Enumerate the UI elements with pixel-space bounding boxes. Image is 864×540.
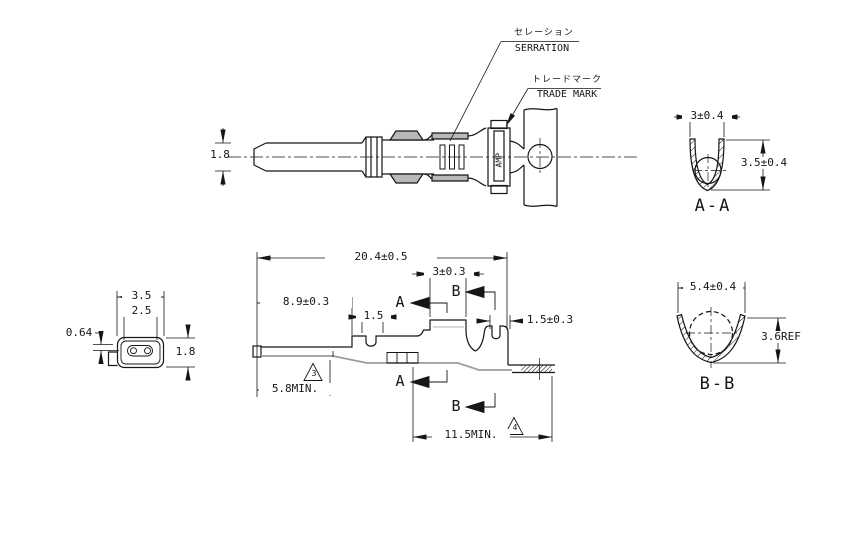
- section-b-label-upper: B: [451, 282, 461, 300]
- dim-aa-height: 3.5±0.4: [734, 157, 794, 169]
- section-bb-wall: [676, 313, 746, 364]
- front-outline: [116, 336, 165, 369]
- serration-leader: [449, 41, 502, 142]
- section-b-arrow-upper: [464, 285, 485, 299]
- dim-pin-width-lines: [215, 128, 231, 186]
- note-triangle-3-outline: [303, 362, 323, 381]
- note-triangle-3-number: 3: [311, 369, 317, 378]
- wire-barrel-bottom-edge: [431, 174, 469, 182]
- section-a-label-lower: A: [395, 372, 405, 390]
- section-aa-view: [674, 111, 770, 192]
- side-bottom-contour: [261, 355, 512, 371]
- serration-slots: [439, 144, 465, 170]
- dim-lance: 1.5: [356, 310, 391, 322]
- callout-leaders: [449, 41, 601, 142]
- dim-strip-min: 5.8MIN.: [259, 383, 331, 395]
- section-cut-arrows: [409, 285, 496, 414]
- trademark-label-en: TRADE MARK: [536, 89, 598, 100]
- note-triangles: [303, 362, 524, 435]
- carrier-crimp-hatch: [521, 365, 552, 373]
- dim-wire-barrel-width: 3±0.3: [424, 266, 474, 278]
- pin-body: [266, 142, 362, 172]
- dim-bb-width: 5.4±0.4: [683, 281, 743, 293]
- section-a-arrow-upper: [409, 296, 430, 310]
- dim-insulation-barrel-width: 1.5±0.3: [523, 314, 577, 326]
- pin-collar: [365, 136, 383, 178]
- plan-view: [215, 41, 640, 208]
- section-aa-wall: [689, 138, 725, 192]
- trademark-leader: [505, 88, 529, 127]
- serration-label-en: SERRATION: [514, 43, 570, 54]
- note-triangle-4-outline: [504, 416, 524, 435]
- dim-front-inner-width: 2.5: [122, 305, 161, 317]
- dim-aa-width: 3±0.4: [682, 110, 732, 122]
- dim-bb-height: 3.6REF: [753, 331, 809, 343]
- section-b-label-lower: B: [451, 397, 461, 415]
- carrier-strip: [523, 107, 558, 208]
- section-aa-title: A-A: [694, 196, 732, 216]
- trademark-label-jp: トレードマーク: [531, 75, 602, 85]
- pin-tip: [253, 142, 267, 172]
- amp-stamp-text: AMP: [494, 153, 504, 168]
- trademark-stamp-area: [493, 130, 505, 182]
- serration-label-jp: セレーション: [514, 28, 574, 38]
- front-seam-tab: [107, 351, 118, 367]
- side-carrier-strip: [508, 358, 555, 380]
- section-a-label-upper: A: [395, 293, 405, 311]
- section-a-arrow-lower: [409, 375, 430, 389]
- dim-pin-length: 8.9±0.3: [260, 296, 352, 308]
- side-serration-box: [386, 352, 419, 364]
- dim-front-thickness: 0.64: [65, 326, 93, 339]
- section-bb-title: B-B: [699, 374, 737, 394]
- dim-tail-min: 11.5MIN.: [432, 429, 510, 441]
- dim-front-height: 1.8: [168, 346, 203, 358]
- dim-front-outer-width: 3.5: [122, 290, 161, 302]
- contact-wing-top: [388, 130, 425, 141]
- dim-overall-length: 20.4±0.5: [325, 251, 437, 263]
- side-view: [252, 252, 555, 442]
- side-top-contour: [261, 319, 509, 365]
- contact-wing-bottom: [388, 173, 425, 184]
- dim-pin-width: 1.8: [210, 148, 230, 161]
- front-slot: [127, 345, 153, 357]
- section-b-arrow-lower: [464, 400, 485, 414]
- section-bb-view: [676, 282, 786, 368]
- wire-barrel-top-edge: [431, 132, 469, 140]
- note-triangle-4-number: 4: [512, 423, 518, 432]
